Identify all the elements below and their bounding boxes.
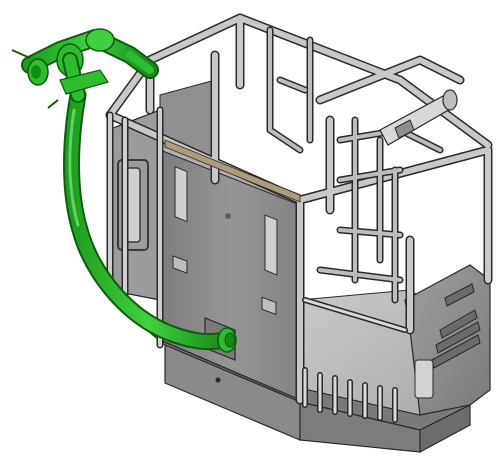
gate-cylinder <box>379 89 458 146</box>
top-rail-strip <box>164 139 301 203</box>
tubular-frame <box>105 13 493 423</box>
green-pipe-assembly-icon <box>11 28 237 353</box>
right-side-panel <box>404 264 491 416</box>
